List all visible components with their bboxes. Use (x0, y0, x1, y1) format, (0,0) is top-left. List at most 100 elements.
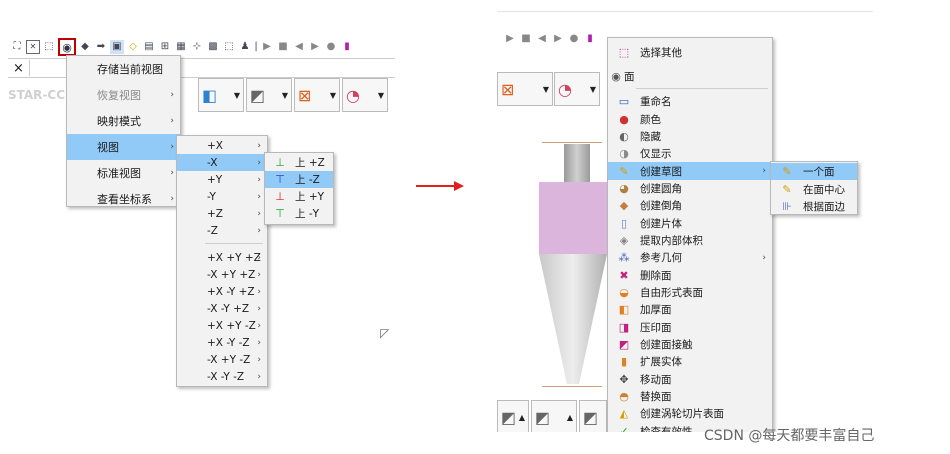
menu-item-standard-view[interactable]: 标准视图› (67, 160, 180, 186)
arrow-left-icon[interactable]: ◆ (81, 41, 89, 52)
bell-icon[interactable]: ♟ (240, 41, 250, 52)
face-menu-item[interactable]: ✥移动面 (608, 371, 772, 388)
view-plus-y[interactable]: +Y› (177, 171, 267, 188)
section-view-button[interactable]: ◔▼ (554, 72, 600, 106)
menu-item-restore-view[interactable]: 恢复视图› (67, 82, 180, 108)
submenu-arrow-icon: › (257, 252, 261, 263)
up-plus-z[interactable]: ⊥上 +Z (265, 154, 333, 171)
axes-view-button[interactable]: ⊠▼ (497, 72, 553, 106)
face-menu-item[interactable]: ◑仅显示 (608, 145, 772, 162)
view-diagonal-5[interactable]: +X +Y -Z› (177, 317, 267, 334)
view-cube-icon[interactable]: ▣ (110, 40, 124, 54)
magenta-icon[interactable]: ▮ (344, 41, 350, 52)
bottom-shape-button-2[interactable]: ◩▲ (531, 400, 577, 432)
view-plus-x[interactable]: +X› (177, 137, 267, 154)
face-menu-item[interactable]: ◭创建涡轮切片表面 (608, 405, 772, 422)
section-view-button[interactable]: ◔▼ (342, 78, 388, 112)
fit-view-icon[interactable]: ⛶ (13, 41, 21, 52)
face-menu-item[interactable]: ◓替换面 (608, 388, 772, 405)
select-icon[interactable]: ⬚ (44, 41, 54, 52)
axes-view-button[interactable]: ⊠▼ (294, 78, 340, 112)
view-minus-x[interactable]: -X› (177, 154, 267, 171)
camera-view-icon[interactable]: ◉ (58, 38, 76, 56)
face-menu-item[interactable]: ⁂参考几何› (608, 249, 772, 266)
face-menu-item[interactable]: ◈提取内部体积 (608, 232, 772, 249)
face-menu-item[interactable]: ▮扩展实体 (608, 353, 772, 370)
magenta-icon[interactable]: ▮ (587, 33, 593, 44)
menu-separator (205, 243, 263, 244)
menu-item-mapping-mode[interactable]: 映射模式› (67, 108, 180, 134)
up-minus-y[interactable]: ⊤上 -Y (265, 205, 333, 222)
face-menu-item[interactable]: ◐隐藏 (608, 128, 772, 145)
reference-geometry-icon: ⁂ (618, 251, 630, 265)
step-back-icon[interactable]: ◀ (538, 33, 546, 44)
view-diagonal-8[interactable]: -X -Y -Z› (177, 368, 267, 385)
menu-item-face[interactable]: ◉面 (608, 66, 772, 86)
table-icon[interactable]: ▦ (176, 41, 186, 52)
face-menu-item[interactable]: ◆创建倒角 (608, 197, 772, 214)
step-forward-icon[interactable]: ▶ (311, 41, 319, 52)
part-view-button[interactable]: ◧▼ (198, 78, 244, 112)
submenu-arrow-icon: › (170, 142, 174, 152)
menu-item-label: 检查有效性 (640, 425, 693, 432)
up-plus-y[interactable]: ⊥上 +Y (265, 188, 333, 205)
sketch-one-face[interactable]: ✎一个面 (771, 163, 857, 181)
submenu-arrow-icon: › (257, 320, 261, 331)
geometry-viewport (497, 110, 607, 405)
menu-item-store-view[interactable]: 存储当前视图 (67, 56, 180, 82)
step-forward-icon[interactable]: ▶ (554, 33, 562, 44)
face-menu-item[interactable]: ✎创建草图› (608, 162, 772, 180)
play-icon[interactable]: ▶ (506, 33, 514, 44)
grid-icon[interactable]: ⊞ (160, 41, 170, 52)
face-menu-item[interactable]: ◩创建面接触 (608, 336, 772, 353)
record-icon[interactable]: ● (569, 33, 579, 44)
bottom-shape-button-1[interactable]: ◩▲ (497, 400, 529, 432)
stop-icon[interactable]: ■ (521, 33, 531, 44)
mesh-icon[interactable]: ▩ (208, 41, 218, 52)
menu-item-view[interactable]: 视图› (67, 134, 180, 160)
face-menu-item[interactable]: ✓检查有效性 (608, 423, 772, 432)
select-box-icon[interactable]: ⬚ (224, 41, 234, 52)
menu-item-label: 隐藏 (640, 130, 661, 143)
submenu-arrow-icon: › (257, 371, 261, 382)
record-icon[interactable]: ● (326, 41, 336, 52)
face-menu-item[interactable]: ◒自由形式表面 (608, 284, 772, 301)
shape-icon: ◩ (583, 407, 599, 427)
arrow-right-icon[interactable]: ➡ (96, 41, 106, 52)
face-menu-item[interactable]: ●颜色 (608, 110, 772, 127)
close-tab-button[interactable]: × (8, 60, 30, 76)
face-menu-item[interactable]: ◕创建圆角 (608, 180, 772, 197)
face-menu-item[interactable]: ◨压印面 (608, 318, 772, 335)
view-minus-y[interactable]: -Y› (177, 188, 267, 205)
view-minus-z[interactable]: -Z› (177, 222, 267, 239)
sketch-face-edge[interactable]: ⊪根据面边 (771, 198, 857, 215)
create-sketch-submenu: ✎一个面 ✎在面中心 ⊪根据面边 (770, 161, 858, 215)
view-diagonal-7[interactable]: -X +Y -Z› (177, 351, 267, 368)
bottom-shape-button-3[interactable]: ◩ (579, 400, 607, 432)
sketch-face-center[interactable]: ✎在面中心 (771, 180, 857, 197)
ruler-icon[interactable]: ▤ (144, 41, 154, 52)
play-icon[interactable]: ▶ (263, 41, 271, 52)
step-back-icon[interactable]: ◀ (295, 41, 303, 52)
view-diagonal-4[interactable]: -X -Y +Z› (177, 300, 267, 317)
stop-icon[interactable]: ■ (278, 41, 288, 52)
menu-item-view-coordinate-system[interactable]: 查看坐标系› (67, 186, 180, 212)
zoom-box-icon[interactable]: ✕ (26, 40, 40, 54)
view-label: +Z (207, 207, 223, 220)
view-diagonal-1[interactable]: +X +Y +Z› (177, 249, 267, 266)
menu-item-select-other[interactable]: ⬚选择其他 (608, 38, 772, 66)
view-diagonal-3[interactable]: +X -Y +Z› (177, 283, 267, 300)
face-menu-item[interactable]: ▭重命名 (608, 93, 772, 110)
mesh-view-button[interactable]: ◩▼ (246, 78, 292, 112)
dropdown-arrow-icon: ▼ (329, 90, 336, 100)
plane-icon[interactable]: ◇ (129, 41, 137, 52)
transform-icon[interactable]: ⊹ (192, 41, 202, 52)
face-menu-item[interactable]: ◧加厚面 (608, 301, 772, 318)
up-minus-z[interactable]: ⊤上 -Z (265, 171, 333, 188)
view-diagonal-2[interactable]: -X +Y +Z› (177, 266, 267, 283)
view-diagonal-6[interactable]: +X -Y -Z› (177, 334, 267, 351)
face-menu-item[interactable]: ▯创建片体 (608, 214, 772, 231)
face-menu-item[interactable]: ✖删除面 (608, 266, 772, 283)
view-plus-z[interactable]: +Z› (177, 205, 267, 222)
view-label: -Z (207, 224, 218, 237)
